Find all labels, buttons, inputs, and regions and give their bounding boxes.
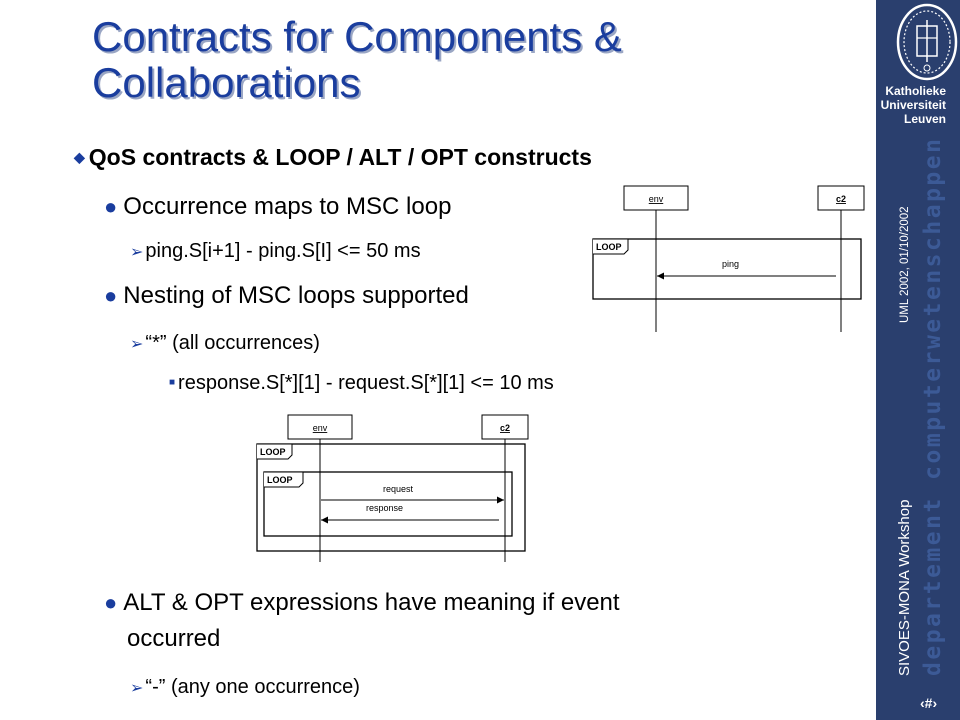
university-seal-icon bbox=[896, 3, 958, 81]
instance-env-box bbox=[287, 414, 353, 440]
slide-title: Contracts for Components & Collaboration… bbox=[92, 14, 622, 106]
arrow-bullet-icon: ➢ bbox=[130, 680, 144, 697]
title-line-1: Contracts for Components & bbox=[92, 13, 622, 60]
outer-loop-label: LOOP bbox=[260, 447, 286, 457]
arrow-bullet-icon: ➢ bbox=[130, 244, 144, 261]
instance-env-box bbox=[623, 185, 689, 211]
bullet-level3: ➢“-” (any one occurrence) bbox=[130, 676, 360, 699]
square-bullet-icon: ■ bbox=[169, 377, 176, 388]
bullet-text: ping.S[i+1] - ping.S[I] <= 50 ms bbox=[145, 240, 421, 262]
inner-loop-tag bbox=[264, 471, 304, 488]
bullet-text: QoS contracts & LOOP / ALT / OPT constru… bbox=[88, 144, 592, 170]
disc-bullet-icon: ● bbox=[104, 283, 118, 308]
university-line-1: Katholieke bbox=[885, 84, 946, 98]
disc-bullet-icon: ● bbox=[104, 194, 118, 219]
bullet-level3: ➢ping.S[i+1] - ping.S[I] <= 50 ms bbox=[130, 240, 421, 263]
instance-c2-label: c2 bbox=[836, 194, 846, 204]
message-request-label: request bbox=[383, 484, 414, 494]
bullet-text: “-” (any one occurrence) bbox=[145, 676, 360, 698]
outer-loop-frame bbox=[256, 443, 526, 552]
instance-c2-label: c2 bbox=[500, 423, 510, 433]
university-name: Katholieke Universiteit Leuven bbox=[880, 84, 960, 126]
inner-loop-frame bbox=[263, 471, 513, 537]
university-line-3: Leuven bbox=[903, 112, 946, 126]
instance-env-label: env bbox=[649, 194, 664, 204]
bullet-text: ALT & OPT expressions have meaning if ev… bbox=[123, 589, 620, 616]
page-number: ‹#› bbox=[920, 695, 938, 711]
bullet-level4: ■response.S[*][1] - request.S[*][1] <= 1… bbox=[169, 372, 554, 395]
instance-c2-box bbox=[817, 185, 865, 211]
arrow-bullet-icon: ➢ bbox=[130, 336, 144, 353]
message-response-label: response bbox=[366, 503, 403, 513]
bullet-text: response.S[*][1] - request.S[*][1] <= 10… bbox=[178, 372, 554, 394]
university-line-2: Universiteit bbox=[880, 98, 946, 112]
bullet-text: Nesting of MSC loops supported bbox=[123, 282, 469, 309]
bullet-level2: ●Occurrence maps to MSC loop bbox=[104, 193, 451, 221]
bullet-continuation: occurred bbox=[127, 625, 221, 652]
loop-frame-label: LOOP bbox=[596, 242, 622, 252]
instance-env-label: env bbox=[313, 423, 328, 433]
disc-bullet-icon: ● bbox=[104, 590, 118, 615]
loop-frame bbox=[592, 238, 862, 300]
inner-loop-label: LOOP bbox=[267, 475, 293, 485]
instance-c2-box bbox=[481, 414, 529, 440]
sidebar bbox=[876, 0, 960, 720]
bullet-level2: ●Nesting of MSC loops supported bbox=[104, 282, 469, 310]
bullet-text: “*” (all occurrences) bbox=[145, 332, 320, 354]
diamond-bullet-icon: ◆ bbox=[74, 149, 85, 165]
outer-loop-tag bbox=[257, 443, 293, 460]
title-line-2: Collaborations bbox=[92, 59, 361, 106]
loop-frame-tag bbox=[593, 238, 629, 255]
bullet-level2: ●ALT & OPT expressions have meaning if e… bbox=[104, 589, 620, 617]
bullet-text: Occurrence maps to MSC loop bbox=[123, 193, 452, 220]
bullet-level3: ➢“*” (all occurrences) bbox=[130, 332, 320, 355]
bullet-level1: ◆QoS contracts & LOOP / ALT / OPT constr… bbox=[74, 144, 592, 171]
message-ping-label: ping bbox=[722, 259, 739, 269]
